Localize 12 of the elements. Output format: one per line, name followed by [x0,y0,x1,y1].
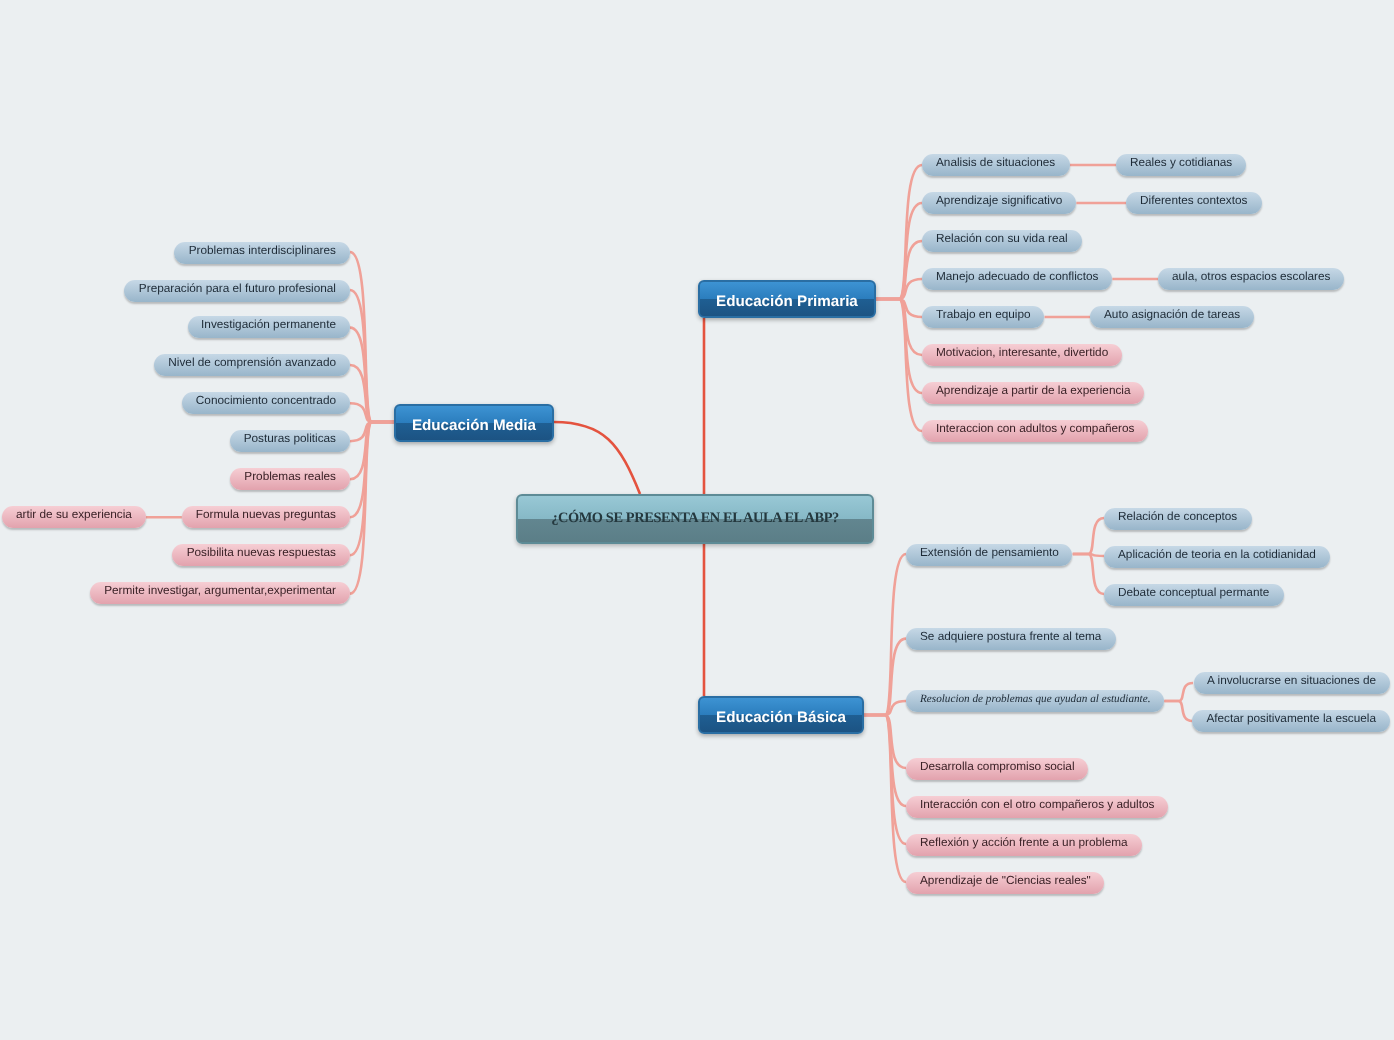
connector-line [1112,277,1158,281]
connector-line [702,544,706,696]
connector-line [553,420,642,495]
connector-line [875,297,923,433]
connector-line [864,713,907,884]
connector-line [1044,315,1090,319]
connector-line [1076,201,1126,205]
connector-line [1164,699,1193,723]
connector-line [146,515,182,519]
connector-line [1072,552,1105,596]
connector-line [1069,163,1116,167]
connector-line [702,318,706,494]
